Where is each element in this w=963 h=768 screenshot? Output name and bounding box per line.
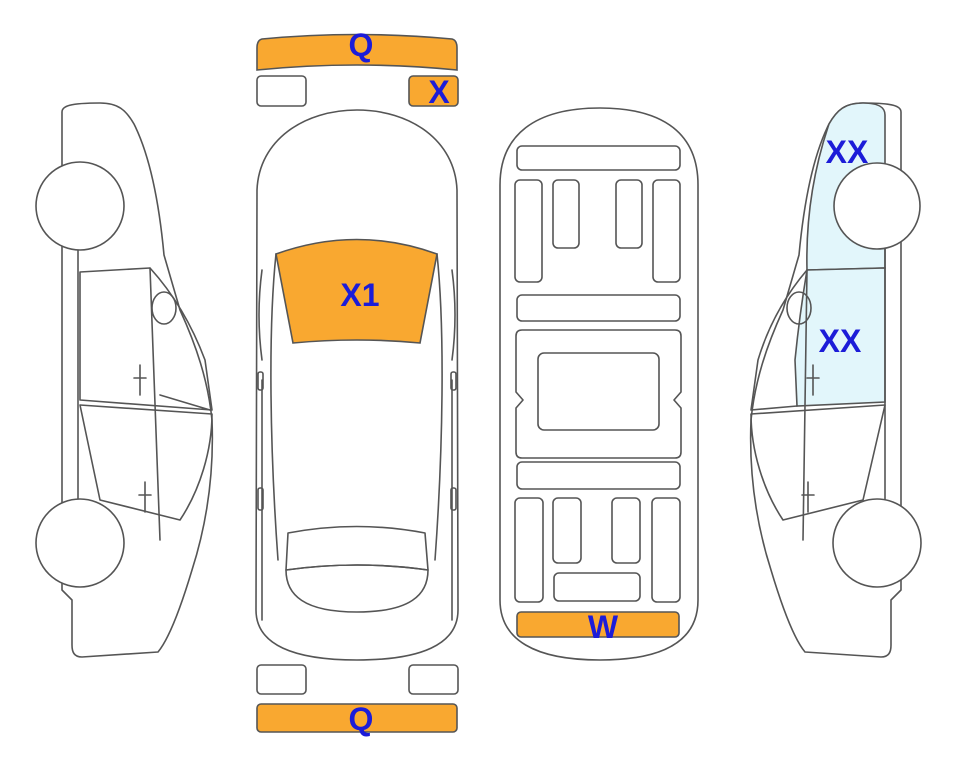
hood-right-line bbox=[451, 269, 456, 361]
right-front-door-part bbox=[794, 267, 886, 407]
right-pillar-line bbox=[434, 253, 443, 561]
right-side-rear-window bbox=[750, 404, 886, 521]
right-side-handle-1 bbox=[806, 364, 820, 396]
right-front-door-label: XX bbox=[819, 323, 862, 359]
left-side-door-line-2 bbox=[159, 394, 211, 411]
right-front-wheel bbox=[833, 162, 921, 250]
left-rear-wheel bbox=[35, 498, 125, 588]
ub-center-frame bbox=[515, 329, 682, 459]
top-right-mirror bbox=[450, 371, 457, 391]
underbody-view: W bbox=[499, 107, 699, 661]
rear-window bbox=[285, 525, 429, 571]
left-side-handle-1 bbox=[133, 364, 147, 396]
ub-rear-left-short bbox=[552, 497, 582, 564]
ub-front-right-tall bbox=[652, 179, 681, 283]
hood-left-line bbox=[258, 269, 263, 361]
underbody-outline bbox=[499, 107, 699, 661]
ub-front-right-short bbox=[615, 179, 643, 249]
right-side-window bbox=[750, 269, 808, 411]
ub-rear-right-tall bbox=[651, 497, 681, 603]
left-side-view bbox=[35, 102, 214, 658]
windshield-part bbox=[275, 238, 438, 344]
ub-mid-bar-1 bbox=[516, 294, 681, 322]
rear-underbody-label: W bbox=[588, 609, 619, 645]
right-front-fender-label: XX bbox=[826, 134, 869, 170]
top-view-body bbox=[255, 109, 459, 661]
ub-rear-left-tall bbox=[514, 497, 544, 603]
left-side-window bbox=[79, 267, 213, 411]
top-view: Q X X1 Q bbox=[255, 27, 459, 737]
trunk-lid bbox=[285, 564, 429, 613]
rear-bumper-label: Q bbox=[349, 701, 374, 737]
ub-rear-right-short bbox=[611, 497, 641, 564]
ub-front-panel bbox=[516, 145, 681, 171]
ub-front-left-short bbox=[552, 179, 580, 249]
top-left-mirror bbox=[257, 371, 264, 391]
front-bumper-part bbox=[256, 33, 458, 71]
left-side-body bbox=[61, 102, 214, 658]
right-rear-wheel bbox=[832, 498, 922, 588]
top-right-handle bbox=[450, 487, 457, 511]
left-side-rear-window bbox=[79, 404, 213, 521]
ub-front-left-tall bbox=[514, 179, 543, 283]
ub-mid-bar-2 bbox=[516, 461, 681, 490]
front-right-lamp-label: X bbox=[428, 74, 450, 110]
rear-bumper-part bbox=[256, 703, 458, 733]
rear-left-lamp bbox=[256, 664, 307, 695]
front-left-lamp bbox=[256, 75, 307, 107]
right-side-view: XX XX bbox=[749, 102, 922, 658]
rear-underbody-part bbox=[516, 611, 680, 638]
left-pillar-line bbox=[270, 253, 279, 561]
windshield-label: X1 bbox=[340, 277, 379, 313]
ub-center-panel bbox=[537, 352, 660, 431]
left-side-door-line bbox=[149, 267, 161, 541]
rear-right-lamp bbox=[408, 664, 459, 695]
front-right-lamp bbox=[408, 75, 459, 107]
right-side-handle-2 bbox=[801, 481, 815, 513]
left-side-mirror bbox=[151, 291, 177, 325]
top-left-handle bbox=[257, 487, 264, 511]
right-side-mirror bbox=[786, 291, 812, 325]
ub-rear-bar bbox=[553, 572, 641, 602]
front-bumper-label: Q bbox=[349, 27, 374, 63]
left-side-handle-2 bbox=[138, 481, 152, 513]
left-front-wheel bbox=[35, 161, 125, 251]
